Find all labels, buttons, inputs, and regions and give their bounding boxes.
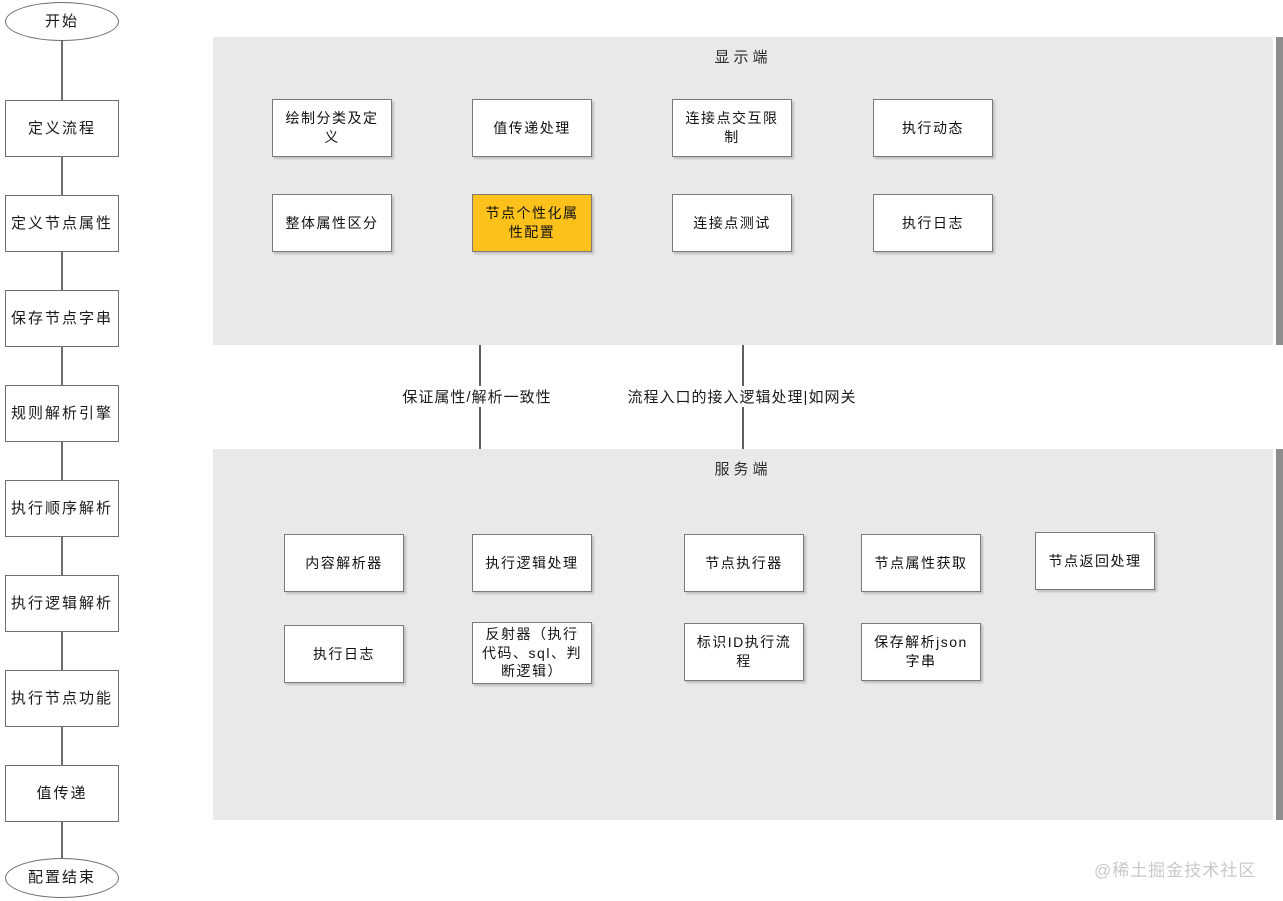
server-box-save-parsed-json: 保存解析json字串 <box>861 623 981 681</box>
display-box-exec-log: 执行日志 <box>873 194 993 252</box>
server-panel-title: 服务端 <box>714 461 772 478</box>
watermark: @稀土掘金技术社区 <box>1094 861 1257 880</box>
display-box-connection-test: 连接点测试 <box>672 194 792 252</box>
server-box-node-attr-fetch: 节点属性获取 <box>861 534 981 592</box>
flow-node-define-process: 定义流程 <box>5 100 119 157</box>
display-panel: 显示端 绘制分类及定义 值传递处理 连接点交互限制 执行动态 整体属性区分 节点… <box>213 37 1273 345</box>
server-box-node-executor: 节点执行器 <box>684 534 804 592</box>
server-box-node-return-handling: 节点返回处理 <box>1035 532 1155 590</box>
flow-node-define-node-attrs: 定义节点属性 <box>5 195 119 252</box>
display-panel-title: 显示端 <box>714 49 772 66</box>
display-box-overall-attr-distinction: 整体属性区分 <box>272 194 392 252</box>
flow-node-save-node-string: 保存节点字串 <box>5 290 119 347</box>
flow-node-rule-engine: 规则解析引擎 <box>5 385 119 442</box>
server-box-exec-logic-handling: 执行逻辑处理 <box>472 534 592 592</box>
flow-node-start: 开始 <box>5 2 119 41</box>
server-box-reflector: 反射器（执行代码、sql、判断逻辑） <box>472 622 592 684</box>
display-box-connection-interaction-limit: 连接点交互限制 <box>672 99 792 157</box>
server-panel: 服务端 内容解析器 执行逻辑处理 节点执行器 节点属性获取 节点返回处理 执行日… <box>213 449 1273 820</box>
display-box-exec-dynamic: 执行动态 <box>873 99 993 157</box>
connector-label-consistency: 保证属性/解析一致性 <box>396 386 558 407</box>
flow-connector-line <box>61 20 63 878</box>
server-box-content-parser: 内容解析器 <box>284 534 404 592</box>
display-panel-edge-strip <box>1276 37 1283 345</box>
flow-node-exec-order-parse: 执行顺序解析 <box>5 480 119 537</box>
flow-node-value-passing: 值传递 <box>5 765 119 822</box>
connector-label-gateway: 流程入口的接入逻辑处理|如网关 <box>621 386 863 407</box>
server-box-exec-log: 执行日志 <box>284 625 404 683</box>
flow-node-exec-node-function: 执行节点功能 <box>5 670 119 727</box>
server-panel-edge-strip <box>1276 449 1283 820</box>
server-box-id-exec-flow: 标识ID执行流程 <box>684 623 804 681</box>
display-box-value-pass-handling: 值传递处理 <box>472 99 592 157</box>
display-box-draw-classify-define: 绘制分类及定义 <box>272 99 392 157</box>
flow-node-config-end: 配置结束 <box>5 858 119 898</box>
display-box-node-custom-attr-config: 节点个性化属性配置 <box>472 194 592 252</box>
flow-node-exec-logic-parse: 执行逻辑解析 <box>5 575 119 632</box>
